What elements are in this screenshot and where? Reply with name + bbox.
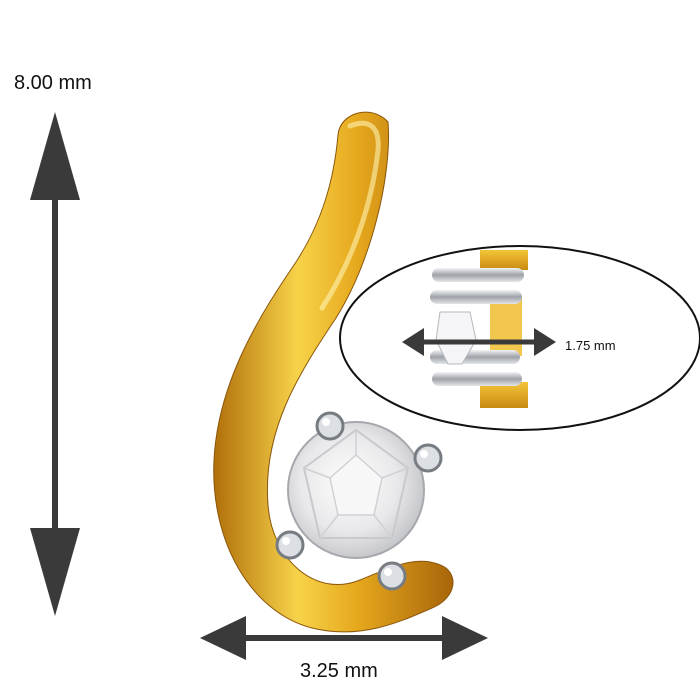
prong bbox=[413, 443, 443, 473]
height-dimension-label: 8.00 mm bbox=[14, 72, 92, 94]
prong bbox=[315, 411, 345, 441]
prong bbox=[275, 530, 305, 560]
prong bbox=[377, 561, 407, 591]
depth-dimension-label: 1.75 mm bbox=[565, 338, 616, 353]
width-dimension-label: 3.25 mm bbox=[300, 660, 378, 682]
gold-swoosh bbox=[213, 111, 454, 633]
width-arrow bbox=[200, 616, 488, 660]
height-arrow bbox=[30, 112, 80, 616]
prongs bbox=[275, 411, 443, 591]
depth-arrow bbox=[402, 328, 556, 356]
diamond-stone bbox=[287, 421, 425, 559]
side-view-inset bbox=[339, 245, 700, 431]
